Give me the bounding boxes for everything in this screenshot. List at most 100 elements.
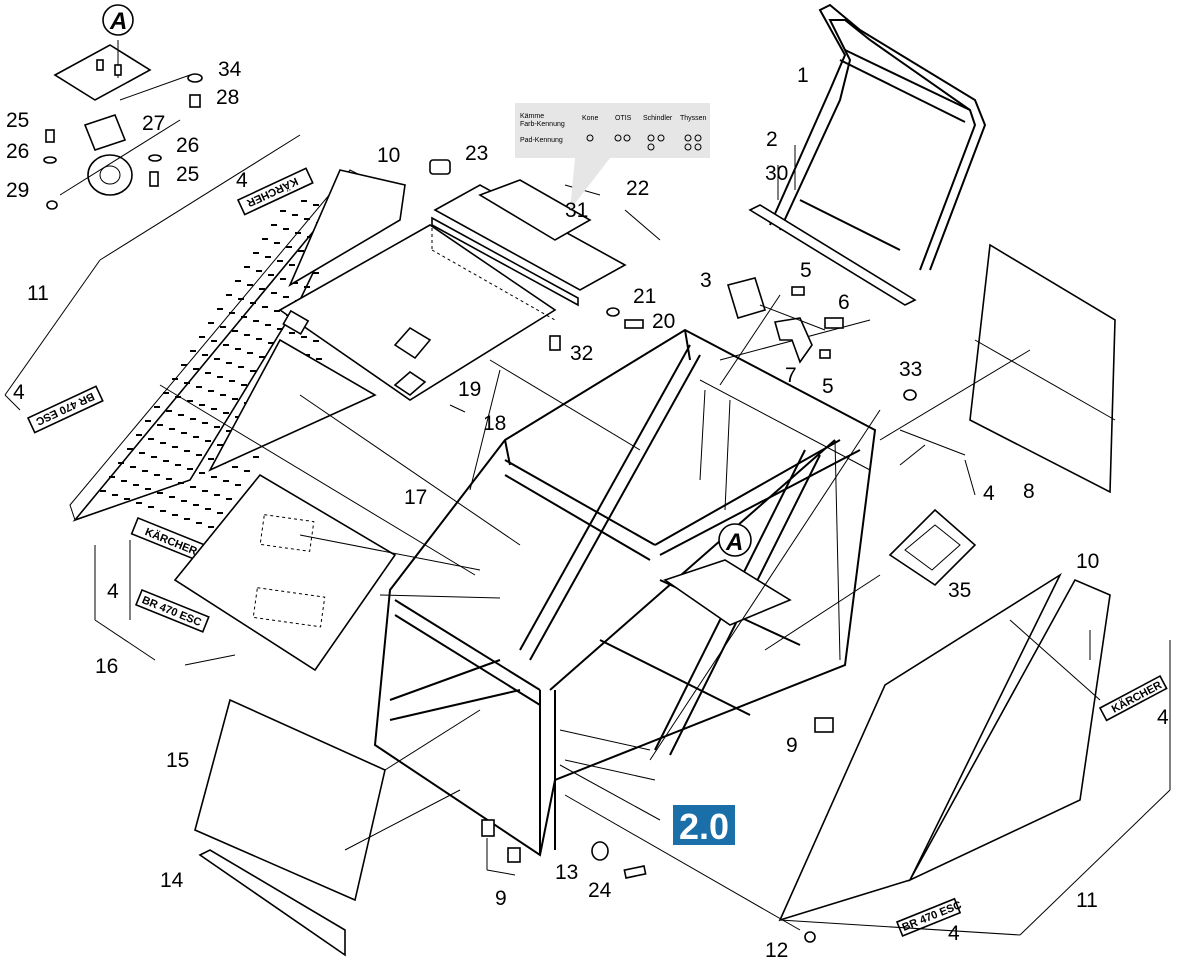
top-left-panel-10 [288, 169, 406, 287]
callout-30: 30 [765, 162, 788, 185]
mount-plate [663, 559, 792, 626]
decal-karcher-top-left: KÄRCHER [236, 167, 314, 216]
plug-33 [903, 389, 917, 401]
color-code-table: Kämme Farb-Kennung Pad-Kennung Kone OTIS… [515, 103, 710, 210]
caster-assembly [43, 40, 203, 210]
perforation-slot [223, 344, 229, 346]
callout-11r: 11 [1076, 889, 1098, 912]
perforation-slot [205, 508, 211, 510]
perforation-slot [223, 412, 229, 414]
perforation-slot [226, 430, 232, 432]
screw-12 [804, 931, 816, 943]
perforation-slot [184, 518, 190, 520]
table-row1-line2: Farb-Kennung [520, 121, 565, 128]
perforation-slot [259, 356, 265, 358]
block-3 [726, 277, 767, 319]
table-row1-line1: Kämme [520, 113, 544, 120]
callout-25a: 25 [6, 109, 29, 132]
perforation-slot [178, 482, 184, 484]
bracket-7 [773, 317, 813, 364]
perforation-slot [181, 500, 187, 502]
perforation-slot [199, 472, 205, 474]
perforation-slot [145, 420, 151, 422]
table-col-kone: Kone [582, 115, 598, 122]
perforation-slot [289, 264, 295, 266]
top-cover [278, 224, 557, 401]
perforation-slot [316, 358, 322, 360]
perforation-slot [277, 328, 283, 330]
spacer-13 [591, 841, 609, 861]
decal-model-mid-left: BR 470 ESC [134, 588, 210, 633]
perforation-slot [208, 526, 214, 528]
callout-5a: 5 [800, 259, 812, 282]
right-front-panel [778, 572, 1062, 922]
perforation-slot [247, 284, 253, 286]
perforation-slot [142, 470, 148, 472]
perforation-slot [313, 204, 319, 206]
perforation-slot [175, 396, 181, 398]
callout-6: 6 [838, 291, 850, 314]
perforation-slot [232, 398, 238, 400]
perforation-slot [235, 280, 241, 282]
perforation-slot [208, 322, 214, 324]
perforation-slot [256, 338, 262, 340]
screw-32 [549, 335, 561, 351]
callout-28: 28 [216, 86, 239, 109]
perforation-slot [172, 446, 178, 448]
table-col-schindler: Schindler [643, 115, 673, 122]
callout-27: 27 [142, 112, 165, 135]
perforation-slot [265, 324, 271, 326]
callout-4tl: 4 [236, 169, 248, 192]
callout-7: 7 [785, 364, 797, 387]
washer-26a [43, 156, 57, 164]
callout-13: 13 [555, 861, 578, 884]
callout-20: 20 [652, 310, 675, 333]
callout-5b: 5 [822, 375, 834, 398]
callout-2: 2 [766, 128, 778, 151]
front-upper-panel [173, 473, 397, 672]
karcher-decal-text-3: KÄRCHER [1109, 678, 1164, 715]
right-rear-panel [969, 243, 1116, 494]
perforation-slot [163, 392, 169, 394]
perforation-slot [268, 342, 274, 344]
perforation-slot [304, 286, 310, 288]
perforation-slot [274, 310, 280, 312]
perforation-slot [214, 426, 220, 428]
callout-26b: 26 [176, 134, 199, 157]
callout-33: 33 [899, 358, 922, 381]
perforation-slot [295, 232, 301, 234]
perforation-slot [187, 400, 193, 402]
perforation-slot [232, 330, 238, 332]
callout-32: 32 [570, 342, 593, 365]
perforation-slot [169, 496, 175, 498]
perforation-slot [241, 316, 247, 318]
nut-28 [189, 94, 201, 108]
perforation-slot [277, 260, 283, 262]
perforation-slot [100, 490, 106, 492]
decal-model-left: BR 470 ESC [26, 385, 104, 434]
box-35 [888, 508, 977, 587]
button-19 [393, 326, 432, 360]
perforation-slot [292, 282, 298, 284]
perforation-slot [202, 422, 208, 424]
table-row2: Pad-Kennung [520, 137, 563, 144]
nut-29 [46, 200, 58, 210]
callout-8: 8 [1023, 480, 1035, 503]
caster-fork [83, 114, 127, 151]
detail-marker-frame: A [718, 523, 752, 557]
perforation-slot [130, 466, 136, 468]
perforation-slot [169, 428, 175, 430]
perforation-slot [271, 224, 277, 226]
perforation-slot [181, 432, 187, 434]
perforation-slot [214, 494, 220, 496]
bolt-25b [149, 171, 159, 187]
perforation-slot [271, 292, 277, 294]
washer-34 [187, 73, 203, 83]
perforation-slot [172, 378, 178, 380]
perforation-slot [145, 488, 151, 490]
perforation-slot [220, 394, 226, 396]
perforation-slot [124, 498, 130, 500]
perforation-slot [280, 278, 286, 280]
clip-9a [481, 819, 495, 837]
callout-4bl: 4 [13, 381, 25, 404]
